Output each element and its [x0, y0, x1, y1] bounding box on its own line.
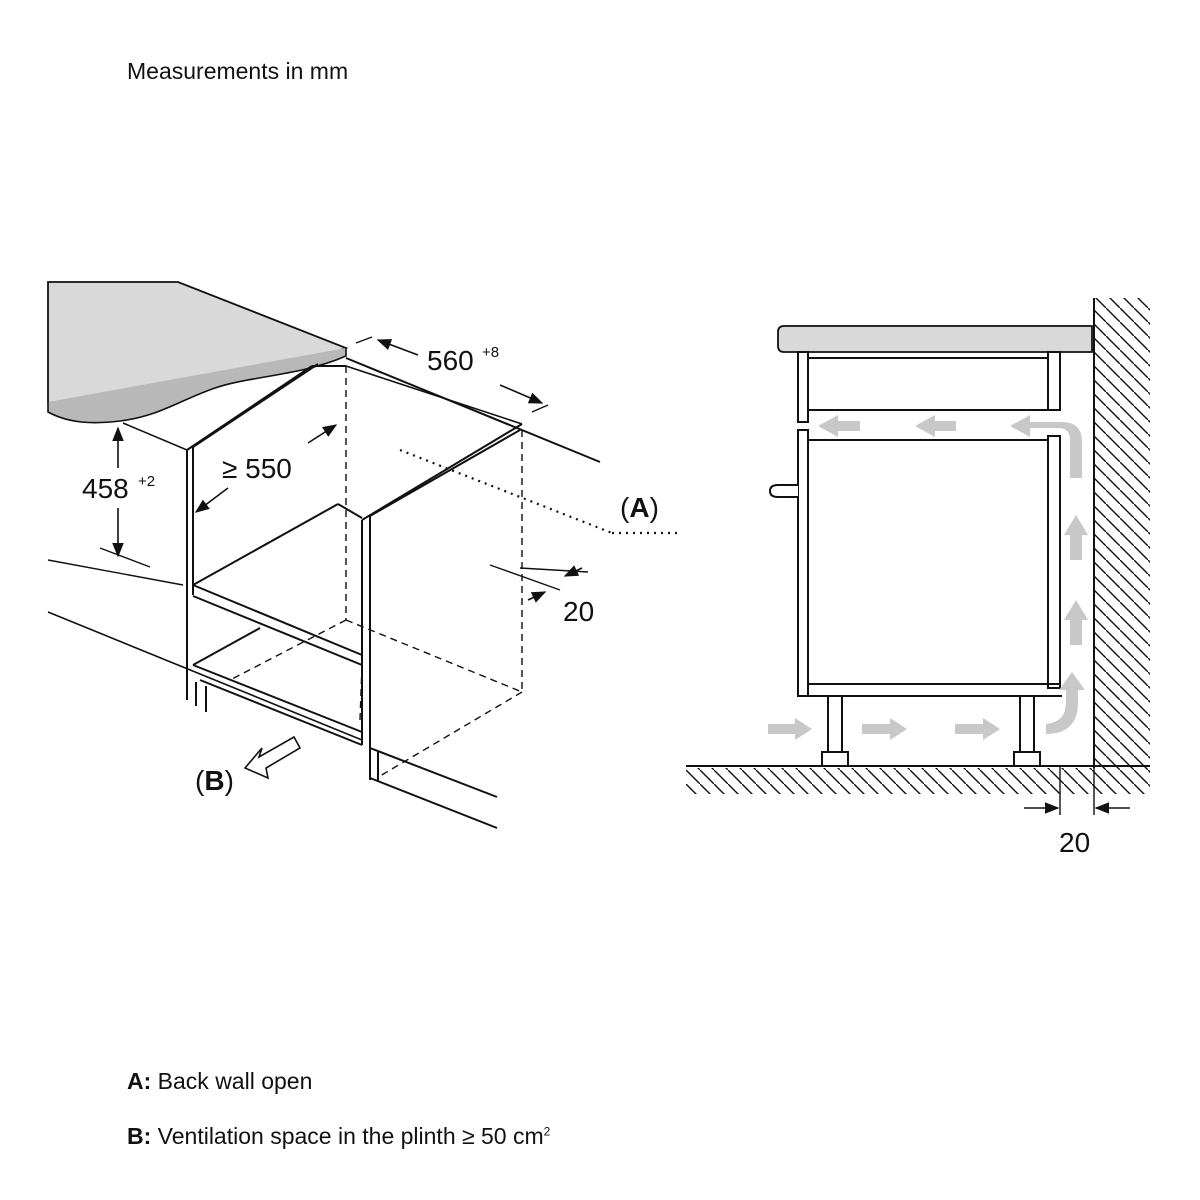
- dimension-height-tolerance: +2: [138, 473, 155, 490]
- section-worktop: [777, 325, 1093, 353]
- legend-b-text: Ventilation space in the plinth ≥ 50 cm: [157, 1123, 544, 1149]
- dimension-depth: ≥ 550: [222, 453, 292, 484]
- dimension-width: 560: [427, 345, 474, 376]
- dimension-height: 458: [82, 473, 129, 504]
- airflow-arrows: [768, 415, 1088, 740]
- callout-b: (B): [195, 765, 234, 796]
- legend-b: B: Ventilation space in the plinth ≥ 50 …: [127, 1123, 550, 1150]
- dimension-side-gap: 20: [563, 596, 594, 627]
- callout-a: (A): [620, 492, 659, 523]
- dimension-width-tolerance: +8: [482, 344, 499, 361]
- legend-a-text: Back wall open: [157, 1068, 313, 1094]
- section-view: [686, 298, 1150, 815]
- legend-a: A: Back wall open: [127, 1068, 312, 1095]
- legend-b-superscript: 2: [543, 1124, 551, 1139]
- dimension-wall-gap: 20: [1059, 827, 1090, 858]
- legend-b-key: B:: [127, 1123, 152, 1149]
- perspective-view: [47, 281, 678, 829]
- legend-a-key: A:: [127, 1068, 152, 1094]
- measurements-note: Measurements in mm: [127, 58, 349, 84]
